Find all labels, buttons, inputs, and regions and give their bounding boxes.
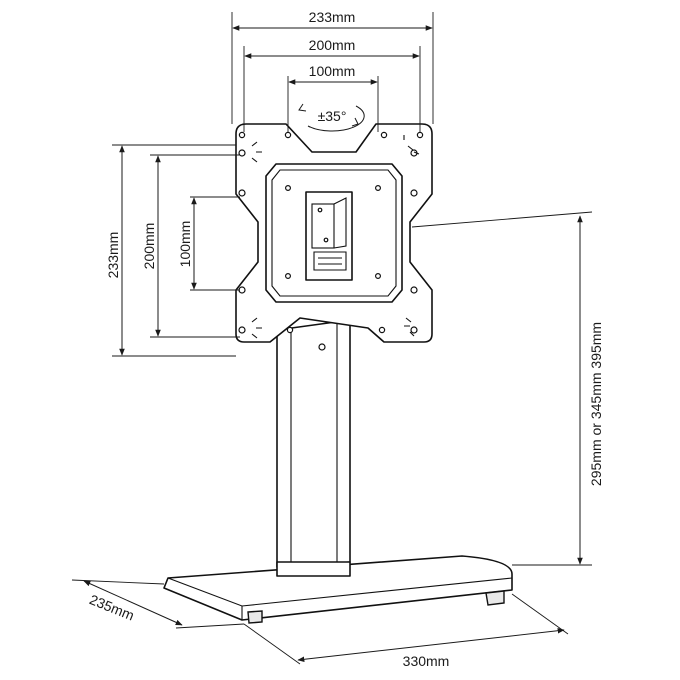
vesa-inner-hole (375, 273, 382, 280)
dim-base-width: 330mm (403, 653, 450, 669)
vesa-hole (410, 326, 418, 334)
dim-left-mid: 200mm (141, 223, 157, 270)
column-screw-hole (318, 343, 326, 351)
vesa-hole (284, 131, 292, 139)
vesa-hole (238, 326, 246, 334)
dim-base-depth: 235mm (87, 591, 136, 623)
base-plate (163, 555, 513, 624)
vesa-hole (378, 326, 386, 334)
height-dimension: 295mm or 345mm 395mm (411, 211, 604, 566)
vesa-hole (238, 131, 246, 139)
dim-top-mid: 200mm (309, 37, 356, 53)
vesa-inner-hole (285, 185, 292, 192)
rotation-label: ±35° (318, 108, 347, 124)
corner-slots (251, 135, 420, 339)
dim-height-range: 295mm or 345mm 395mm (588, 322, 604, 486)
vesa-hole (410, 286, 418, 294)
support-column (276, 319, 351, 577)
rotation-indicator: ±35° (298, 103, 365, 132)
top-dimensions: 233mm 200mm 100mm (231, 9, 434, 132)
vesa-hole (410, 189, 418, 197)
dim-left-outer: 233mm (105, 232, 121, 279)
vesa-hole (286, 326, 294, 334)
vesa-hole (238, 149, 246, 157)
center-bracket (305, 191, 353, 281)
vesa-hole (238, 189, 246, 197)
left-dimensions: 233mm 200mm 100mm (105, 144, 240, 357)
vesa-hole (380, 131, 388, 139)
vesa-plate (235, 123, 433, 343)
vesa-inner-hole (285, 273, 292, 280)
dim-top-outer: 233mm (309, 9, 356, 25)
dim-left-inner: 100mm (177, 221, 193, 268)
vesa-inner-hole (375, 185, 382, 192)
dim-top-inner: 100mm (309, 63, 356, 79)
vesa-hole (416, 131, 424, 139)
